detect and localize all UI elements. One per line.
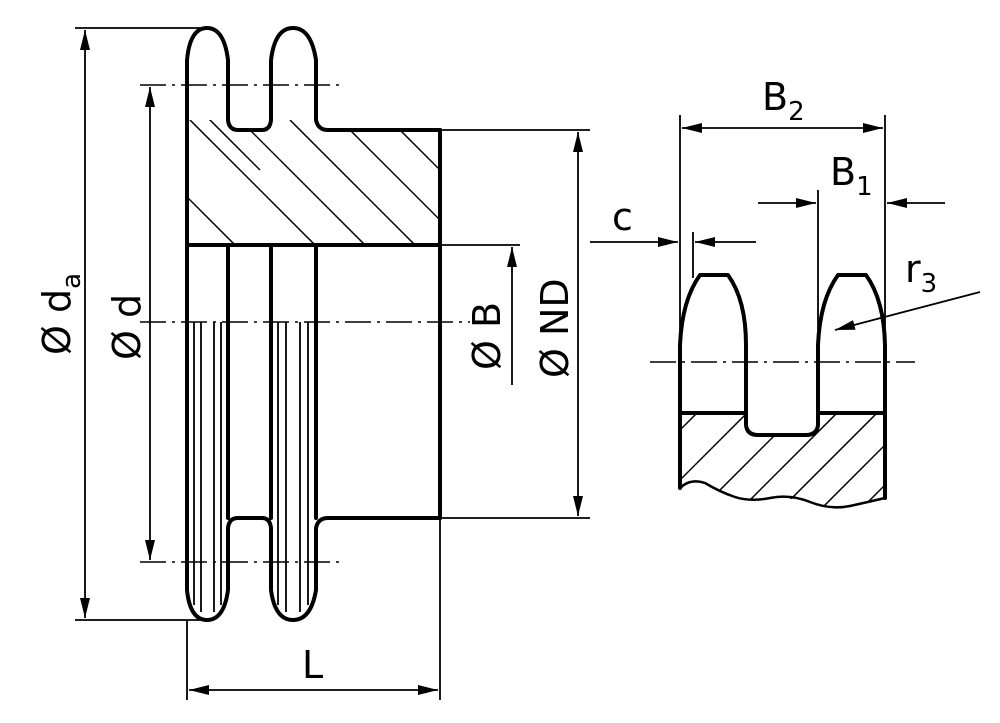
tooth-profile-outline [678,273,887,500]
upper-teeth-outline [185,26,442,132]
detail-hatching [680,413,885,508]
label-d: Ø d [105,294,149,360]
label-da: Ø da [35,273,87,355]
label-b: Ø B [465,302,509,370]
dim-line-r3 [834,291,981,331]
break-line [679,480,886,509]
label-l: L [302,643,323,687]
label-r3: r3 [905,247,937,299]
label-b2: B2 [762,75,805,127]
label-c: c [612,195,633,239]
label-b1: B1 [830,150,873,202]
tooth-profile-detail [590,115,981,509]
lower-teeth-outline [185,243,442,622]
section-hatching [187,120,440,245]
sprocket-section-view [75,26,590,700]
label-nd: Ø ND [533,278,577,378]
